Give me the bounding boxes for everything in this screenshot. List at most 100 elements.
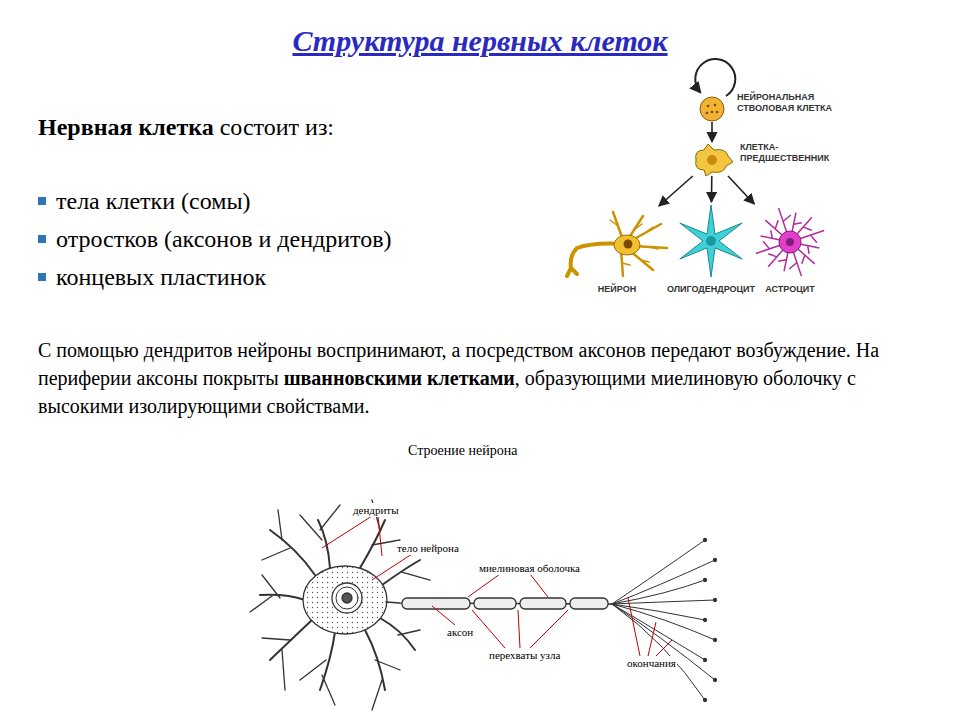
cell-outline [674, 202, 748, 280]
lineage-arrow [728, 176, 754, 204]
cell-label: КЛЕТКА-ПРЕДШЕСТВЕННИК [740, 142, 840, 164]
bullet-text: тела клетки (сомы) [56, 188, 251, 214]
bullet-square [38, 197, 46, 205]
cell-outline [754, 204, 826, 280]
terminal-bouton [714, 559, 717, 562]
dendrite-branch [398, 630, 420, 635]
leader-line [518, 610, 520, 648]
drawing-stroke [763, 241, 770, 249]
dendrite [270, 530, 315, 575]
drawing-stroke [789, 262, 797, 269]
terminal-bouton [704, 579, 707, 582]
bullet-item: отростков (аксонов и дендритов) [38, 224, 392, 254]
cell-node: ОЛИГОДЕНДРОЦИТ [674, 202, 748, 280]
cell-outline [563, 206, 671, 280]
body-paragraph: С помощью дендритов нейроны воспринимают… [38, 336, 923, 420]
renewal-arrow [695, 59, 735, 96]
drawing-stroke [783, 215, 791, 222]
oligodendrocyte-cell [680, 205, 742, 277]
leader-line [530, 574, 548, 597]
myelin-segment [520, 598, 566, 609]
intro-text: Нервная клетка [38, 114, 214, 140]
terminal-bouton [704, 539, 707, 542]
bullet-text: концевых пластинок [56, 264, 266, 290]
dendrite [320, 632, 335, 690]
axon-terminal [612, 560, 715, 604]
axon-terminal [612, 604, 705, 660]
dendrite-branch [622, 263, 630, 265]
drawing-stroke [771, 230, 773, 238]
nucleus [786, 238, 794, 246]
bullet-square [38, 235, 46, 243]
dendrite-branch [300, 660, 326, 680]
dendrite-branch [650, 247, 658, 249]
precursor-cell [696, 144, 733, 176]
axon-terminal-strokes [612, 539, 717, 702]
dendrite [382, 560, 420, 585]
drawing-stroke [778, 260, 786, 262]
dendrite [380, 618, 415, 650]
drawing-stroke [802, 255, 805, 264]
neuron-drawing [250, 500, 717, 710]
part-label: тело нейрона [396, 541, 460, 555]
lineage-arrow [711, 122, 713, 142]
dendrite-branch [300, 515, 322, 540]
nucleus [624, 240, 633, 249]
lineage-arrow [659, 176, 693, 206]
cell-body-texture [303, 566, 387, 634]
dendrite-branch [320, 505, 340, 530]
terminal-bouton [714, 639, 717, 642]
myelin-segment [570, 598, 608, 609]
neuron-processes [567, 212, 667, 276]
leader-line [372, 554, 412, 580]
dendrite-branch [282, 650, 285, 690]
dendrite-branch [262, 575, 280, 598]
terminal-bouton [704, 659, 707, 662]
dendrite-branch [250, 596, 272, 612]
part-label: миелиновая оболочка [478, 561, 581, 575]
astrocyte-processes [756, 208, 824, 276]
drawing-stroke [810, 235, 817, 243]
axon-terminal [612, 600, 715, 604]
nucleus [332, 583, 362, 613]
bullet-item: концевых пластинок [38, 262, 266, 292]
granule [706, 112, 709, 115]
part-label: перехваты узла [488, 648, 561, 662]
leader-line [656, 640, 672, 656]
leader-line [472, 610, 505, 648]
nucleus-ring [336, 587, 358, 609]
bullet-square [38, 273, 46, 281]
myelin-segment [474, 598, 516, 609]
leader-line [322, 516, 372, 548]
axon-terminal [612, 580, 705, 604]
part-label: дендриты [352, 503, 400, 517]
cell-node: НЕЙРОН [563, 206, 671, 280]
granule [714, 104, 717, 107]
terminal-bouton [714, 679, 717, 682]
leader-line [468, 574, 500, 597]
nucleus [707, 155, 717, 165]
intro-line: Нервная клеткасостоит из: [38, 112, 340, 142]
leader-line [628, 598, 640, 656]
cell-node: НЕЙРОНАЛЬНАЯ СТВОЛОВАЯ КЛЕТКА [697, 96, 727, 122]
drawing-stroke [775, 220, 778, 229]
leader-line [648, 622, 656, 656]
leader-lines [322, 516, 672, 656]
cell-node: АСТРОЦИТ [754, 204, 826, 280]
cell-body [303, 566, 387, 634]
paragraph-text: шванновскими клетками [284, 367, 515, 389]
dendrite-branch [645, 227, 653, 233]
cell-label: НЕЙРОНАЛЬНАЯ СТВОЛОВАЯ КЛЕТКА [737, 92, 842, 114]
dendrite-branch [278, 510, 282, 540]
granule [716, 111, 719, 114]
terminal-bouton [704, 699, 707, 702]
cell-label: ОЛИГОДЕНДРОЦИТ [667, 284, 755, 295]
dendrite-branch [610, 220, 618, 226]
dendrite-branch [375, 660, 400, 670]
lineage-arrow [711, 176, 713, 202]
dendrite-branch [402, 572, 430, 580]
axon-terminal [612, 540, 705, 604]
cell-outline [697, 96, 727, 122]
drawing-stroke [808, 246, 810, 254]
cell-label: НЕЙРОН [598, 284, 636, 295]
